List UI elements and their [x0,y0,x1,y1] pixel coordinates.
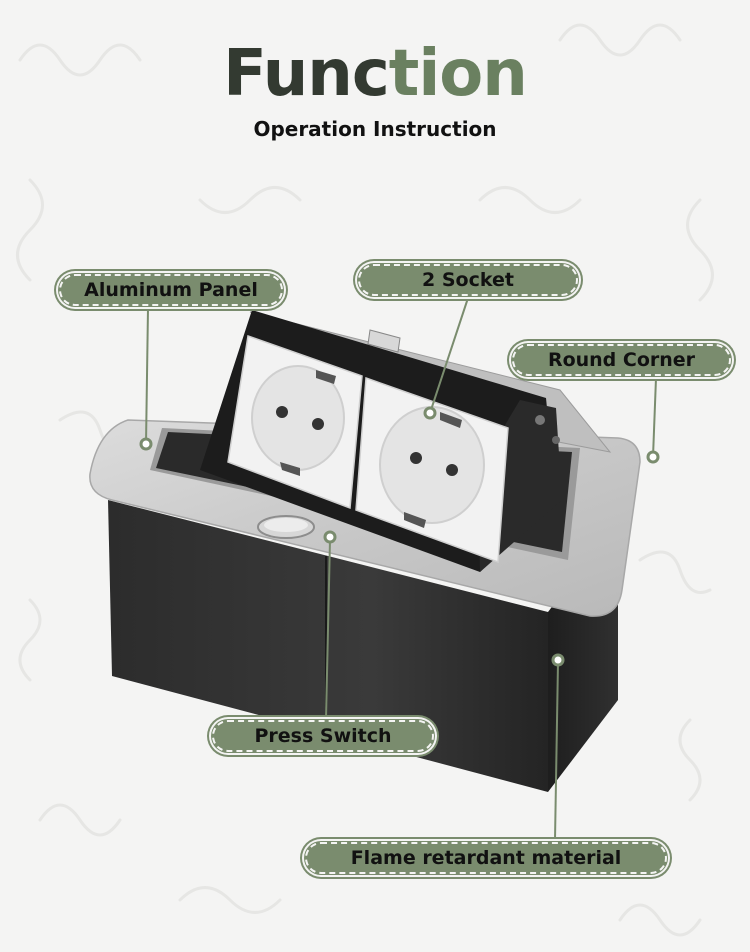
callout-round-corner: Round Corner [511,343,732,377]
title-part-dark: Func [223,37,390,111]
callout-aluminum-panel: Aluminum Panel [58,273,284,307]
socket-module [200,310,562,572]
callout-press-switch: Press Switch [211,719,435,753]
callout-flame-retardant: Flame retardant material [304,841,668,875]
callout-lines [145,297,657,841]
callout-2-socket: 2 Socket [357,263,579,297]
press-switch-button [257,515,315,539]
page-subtitle: Operation Instruction [253,117,497,141]
page-title: Function [0,36,750,112]
title-part-green: tion [388,37,528,111]
callout-dots [139,406,660,667]
